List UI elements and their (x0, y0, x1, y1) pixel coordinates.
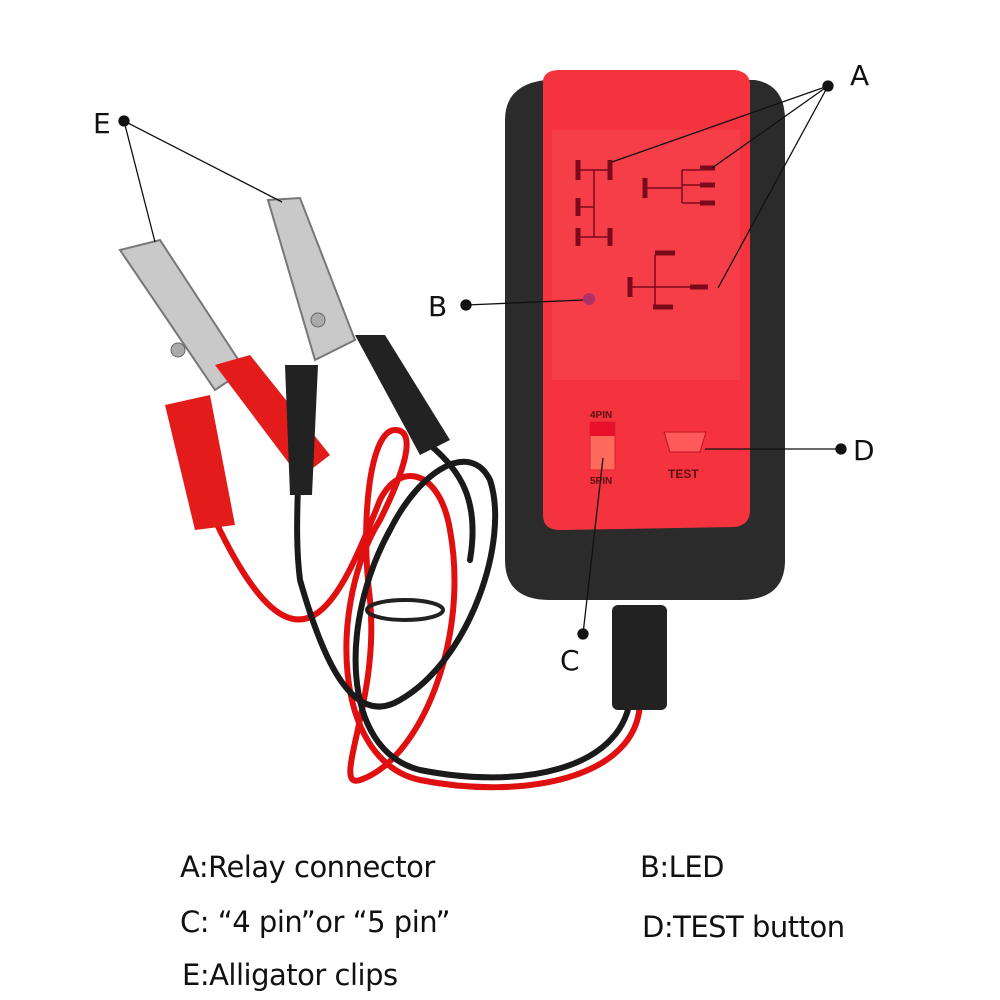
4pin-label: 4PIN (590, 410, 612, 421)
callout-label-c: C (560, 644, 580, 677)
callout-label-a: A (850, 59, 869, 92)
legend-b: B:LED (640, 850, 724, 884)
callout-dot-a (822, 80, 834, 92)
callout-label-e: E (93, 107, 111, 140)
callout-label-d: D (853, 434, 875, 467)
legend-d: D:TEST button (642, 910, 845, 944)
legend-a: A:Relay connector (180, 850, 435, 884)
red-wire (212, 426, 643, 791)
test-button[interactable] (663, 431, 707, 453)
callout-dot-e (118, 115, 130, 127)
legend-e: E:Alligator clips (182, 958, 398, 992)
callout-dot-b (460, 299, 472, 311)
callout-label-b: B (428, 290, 447, 323)
relay-tester-device: 4PIN 5PIN TEST (505, 70, 785, 710)
legend-c: C: “4 pin”or “5 pin” (180, 905, 451, 939)
callout-dot-c (577, 628, 589, 640)
5pin-label: 5PIN (590, 476, 612, 487)
cables (212, 426, 643, 791)
test-label: TEST (668, 467, 699, 481)
black-wire (294, 458, 633, 781)
alligator-clip-black (266, 196, 450, 495)
callout-dot-d (835, 443, 847, 455)
led-indicator (583, 293, 595, 305)
callout-lines (118, 80, 847, 640)
